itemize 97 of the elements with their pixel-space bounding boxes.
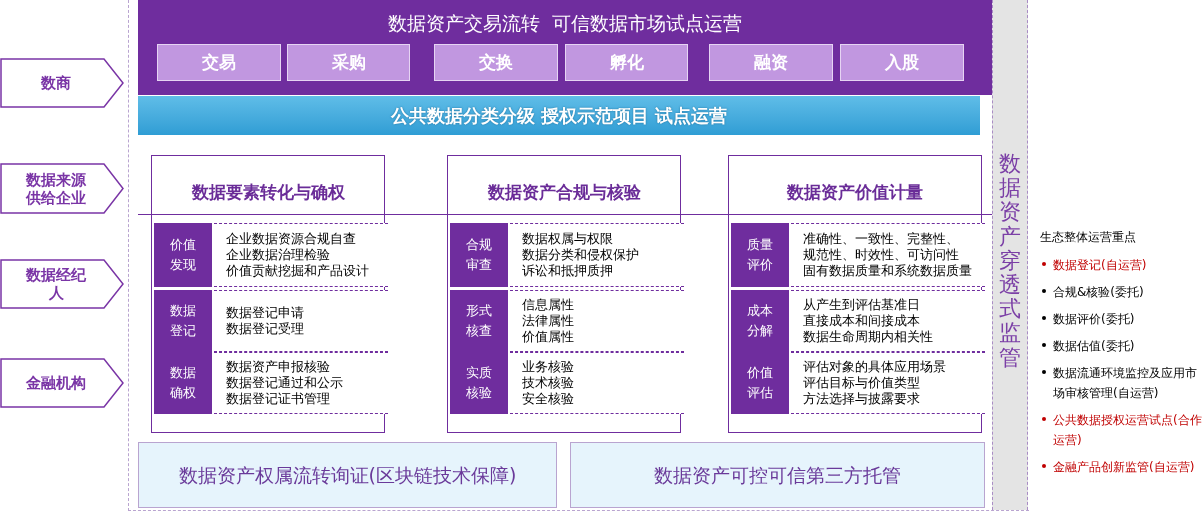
role-arrow-box <box>0 358 124 408</box>
category-tag <box>154 352 212 414</box>
item-text: 价值贡献挖掘和产品设计 <box>226 263 370 279</box>
label-text: 质量评价 <box>747 236 773 274</box>
item-text: 评估目标与价值类型 <box>803 375 921 391</box>
label-text: 数据经纪人 <box>25 266 87 302</box>
label-text: 交换 <box>479 50 513 74</box>
list-item: 合规&核验(委托) <box>1053 284 1144 301</box>
section-panel <box>447 155 681 433</box>
category-tag <box>154 223 212 287</box>
section-panel <box>728 155 982 433</box>
item-text: 信息属性 <box>522 297 575 313</box>
label-text: 数据资产合规与核验 <box>486 181 642 204</box>
label-text: 合规审查 <box>466 236 492 274</box>
role-arrow-box <box>0 58 124 108</box>
category-tag <box>731 223 789 287</box>
service-box <box>138 442 557 508</box>
category-tag <box>731 352 789 414</box>
activity-box <box>157 44 281 81</box>
content-box <box>510 290 684 352</box>
item-text: 诉讼和抵押质押 <box>522 263 614 279</box>
activity-box <box>709 44 833 81</box>
item-text: 法律属性 <box>522 313 575 329</box>
item-text: 数据分类和侵权保护 <box>522 247 640 263</box>
content-box <box>791 223 985 287</box>
item-text: 方法选择与披露要求 <box>803 391 921 407</box>
label-text: 数据要素转化与确权 <box>190 181 346 204</box>
item-text: 直接成本和间接成本 <box>803 313 921 329</box>
label-text: 采购 <box>331 50 366 74</box>
label-text: 入股 <box>885 50 919 74</box>
supervision-column <box>992 0 1028 510</box>
category-tag <box>154 290 212 352</box>
label-text: 数据资产权属流转询证(区块链技术保障) <box>178 462 517 488</box>
label-text: 数据资产价值计量 <box>786 181 924 204</box>
label-text: 数据资产交易流转 可信数据市场试点运营 <box>386 11 744 36</box>
list-heading: 生态整体运营重点 <box>1040 229 1137 246</box>
label-text: 数据资产穿透式监管 <box>999 152 1021 372</box>
public-data-banner <box>138 96 980 135</box>
item-text: 规范性、时效性、可访问性 <box>803 247 960 263</box>
item-text: 业务核验 <box>522 359 575 375</box>
item-text: 数据登记申请 <box>226 305 305 321</box>
label-text: 价值评估 <box>747 364 773 402</box>
label-text: 数据确权 <box>170 364 196 402</box>
label-text: 形式核查 <box>466 302 492 340</box>
content-box <box>510 352 684 414</box>
list-item: 数据登记(自运营) <box>1053 257 1147 274</box>
item-text: 固有数据质量和系统数据质量 <box>803 263 973 279</box>
item-text: 评估对象的具体应用场景 <box>803 359 947 375</box>
list-item: 公共数据授权运营试点(合作运营) <box>1053 412 1202 449</box>
list-item: 数据流通环境监控及应用市场审核管理(自运营) <box>1053 365 1198 402</box>
activity-box <box>565 44 688 81</box>
item-text: 数据登记证书管理 <box>226 391 331 407</box>
list-item: 金融产品创新监管(自运营) <box>1053 459 1195 476</box>
label-text: 价值发现 <box>170 236 196 274</box>
content-box <box>214 223 388 287</box>
item-text: 数据登记通过和公示 <box>226 375 344 391</box>
item-text: 数据权属与权限 <box>522 231 614 247</box>
activity-box <box>840 44 964 81</box>
label-text: 数据登记 <box>170 302 196 340</box>
content-box <box>214 290 388 352</box>
label-text: 成本分解 <box>747 302 773 340</box>
content-box <box>791 290 985 352</box>
category-tag <box>450 223 508 287</box>
item-text: 数据生命周期内相关性 <box>803 329 934 345</box>
category-tag <box>731 290 789 352</box>
list-item: 数据评价(委托) <box>1053 311 1135 328</box>
item-text: 企业数据资源合规自查 <box>226 231 357 247</box>
label-text: 数据来源供给企业 <box>24 170 87 207</box>
label-text: 融资 <box>754 50 788 74</box>
service-box <box>570 442 985 508</box>
label-text: 数据资产可控可信第三方托管 <box>654 462 901 488</box>
item-text: 准确性、一致性、完整性、 <box>803 231 960 247</box>
label-text: 公共数据分类分级 授权示范项目 试点运营 <box>390 104 728 128</box>
item-text: 价值属性 <box>522 329 575 345</box>
activity-box <box>434 44 558 81</box>
label-text: 数商 <box>40 74 72 92</box>
label-text: 孵化 <box>609 50 644 74</box>
list-item: 数据估值(委托) <box>1053 338 1135 355</box>
item-text: 技术核验 <box>522 375 575 391</box>
label-text: 金融机构 <box>25 374 87 392</box>
role-arrow-box <box>0 163 124 214</box>
item-text: 从产生到评估基准日 <box>803 297 921 313</box>
content-box <box>214 352 388 414</box>
content-box <box>510 223 684 287</box>
activity-box <box>287 44 410 81</box>
item-text: 数据登记受理 <box>226 321 305 337</box>
item-text: 数据资产申报核验 <box>226 359 331 375</box>
item-text: 安全核验 <box>522 391 575 407</box>
role-arrow-box <box>0 259 124 309</box>
category-tag <box>450 352 508 414</box>
market-banner <box>138 0 992 95</box>
label-text: 实质核验 <box>466 364 492 402</box>
section-panel <box>151 155 385 433</box>
category-tag <box>450 290 508 352</box>
content-box <box>791 352 985 414</box>
label-text: 交易 <box>202 50 236 74</box>
item-text: 企业数据治理检验 <box>226 247 331 263</box>
